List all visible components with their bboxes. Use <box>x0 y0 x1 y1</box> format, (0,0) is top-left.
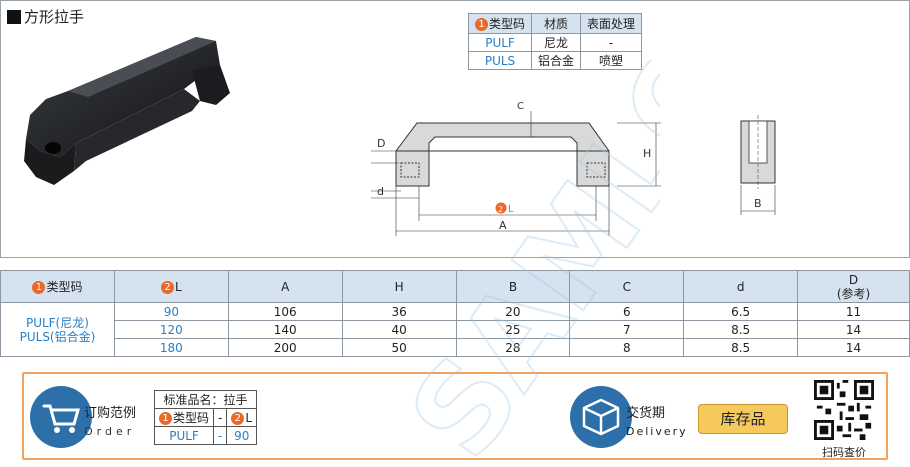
order-val-type: PULF <box>153 426 215 445</box>
table-row: 180 200 50 28 8 8.5 14 <box>1 338 910 357</box>
cart-icon <box>30 386 92 448</box>
spec-header-c: C <box>569 270 685 303</box>
dim-d: d <box>377 185 384 198</box>
spec-header-a: A <box>227 270 343 303</box>
front-view-drawing: C D H d A 2 L <box>371 101 661 236</box>
stock-badge: 库存品 <box>698 404 788 434</box>
spec-header-d-ref: D(参考) <box>797 270 910 303</box>
dim-l-badge: 2 <box>498 205 503 214</box>
spec-cell: 20 <box>455 302 571 321</box>
mat-cell: PULF <box>467 33 533 52</box>
mat-cell: 喷塑 <box>580 51 643 70</box>
spec-cell: 40 <box>341 320 457 339</box>
spec-cell: 180 <box>113 338 229 357</box>
spec-cell: 28 <box>455 338 571 357</box>
dim-h: H <box>643 147 651 160</box>
dim-l: L <box>508 204 514 215</box>
type-code-cell: PULF(尼龙)PULS(铝合金) <box>0 302 115 357</box>
spec-cell: 140 <box>227 320 343 339</box>
spec-cell: 14 <box>797 320 910 339</box>
table-row: PULS 铝合金 喷塑 <box>467 51 643 70</box>
dim-c: C <box>517 101 524 112</box>
mat-cell: 铝合金 <box>531 51 582 70</box>
page-title: 方形拉手 <box>7 6 84 27</box>
spec-cell: 120 <box>113 320 229 339</box>
dim-a: A <box>499 219 507 232</box>
spec-header-h: H <box>341 270 457 303</box>
title-square-icon <box>7 9 21 24</box>
spec-cell: 8.5 <box>683 320 799 339</box>
spec-cell: 8 <box>569 338 685 357</box>
spec-header-b: B <box>455 270 571 303</box>
title-text: 方形拉手 <box>24 8 85 26</box>
spec-cell: 6 <box>569 302 685 321</box>
spec-cell: 200 <box>227 338 343 357</box>
mat-header-surface: 表面处理 <box>580 13 643 34</box>
order-col-dash: - <box>213 408 228 427</box>
side-view-drawing: B <box>740 115 776 215</box>
spec-cell: 25 <box>455 320 571 339</box>
table-row: PULF 尼龙 - <box>467 33 643 52</box>
order-val-dash: - <box>213 426 228 445</box>
dim-d-cap: D <box>377 137 385 150</box>
spec-cell: 11 <box>797 302 910 321</box>
spec-header-d: d <box>683 270 799 303</box>
order-val-l: 90 <box>226 426 258 445</box>
std-name-cell: 标准品名：拉手 <box>153 390 258 409</box>
l-badge-icon <box>495 202 507 214</box>
dim-b: B <box>754 197 762 210</box>
qr-code-icon[interactable] <box>814 380 874 440</box>
delivery-box-icon <box>570 386 632 448</box>
mat-header-material: 材质 <box>531 13 582 34</box>
order-label: 订购范例 Order <box>84 406 137 438</box>
mat-cell: - <box>580 33 643 52</box>
spec-cell: 50 <box>341 338 457 357</box>
spec-cell: 90 <box>113 302 229 321</box>
spec-cell: 7 <box>569 320 685 339</box>
delivery-label: 交货期 Delivery <box>626 406 688 438</box>
spec-cell: 6.5 <box>683 302 799 321</box>
spec-cell: 14 <box>797 338 910 357</box>
handle-photo <box>24 37 230 185</box>
mat-cell: PULS <box>467 51 533 70</box>
spec-cell: 36 <box>341 302 457 321</box>
spec-cell: 106 <box>227 302 343 321</box>
spec-cell: 8.5 <box>683 338 799 357</box>
qr-label: 扫码查价 <box>822 446 866 459</box>
table-row: 120 140 40 25 7 8.5 14 <box>1 320 910 339</box>
table-row: PULF(尼龙)PULS(铝合金) 90 106 36 20 6 6.5 11 <box>0 302 910 357</box>
mat-cell: 尼龙 <box>531 33 582 52</box>
